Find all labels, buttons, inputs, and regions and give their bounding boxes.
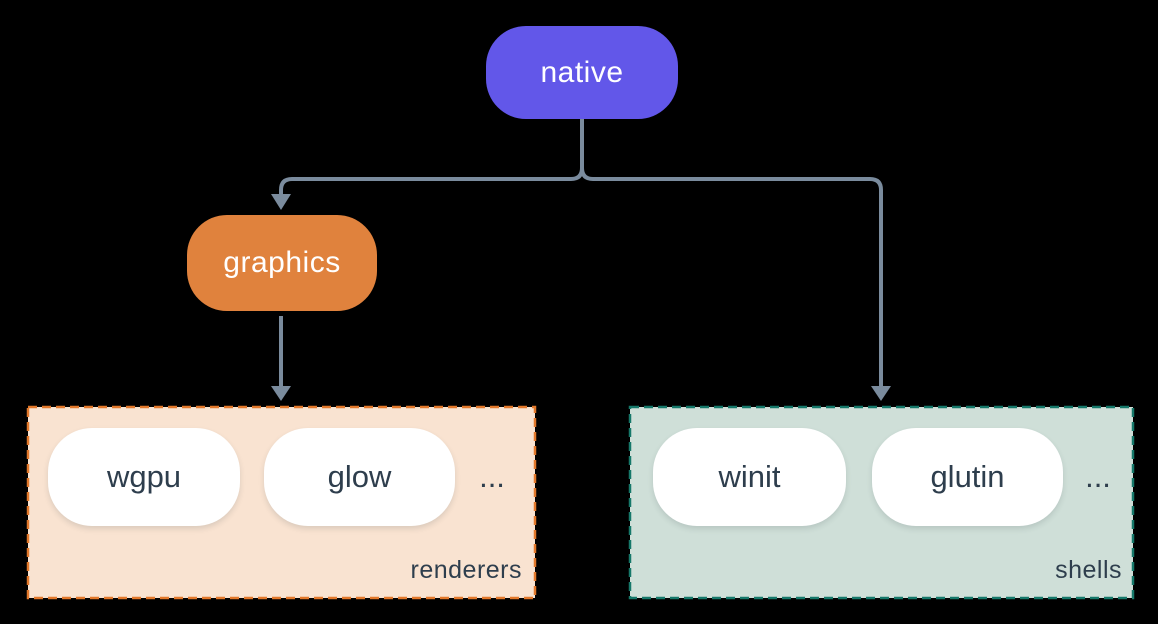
group-label-renderers: renderers [410, 556, 522, 584]
edge-native-to-graphics [279, 119, 584, 194]
item-pill-glow: glow [264, 428, 455, 526]
arrowhead-renderers-icon [271, 386, 291, 401]
edge-native-to-shells [580, 119, 883, 386]
shells-ellipsis: ... [1085, 459, 1111, 494]
renderers-ellipsis: ... [479, 459, 505, 494]
group-label-shells: shells [1055, 556, 1122, 584]
node-native: native [486, 26, 678, 119]
arrowhead-shells-icon [871, 386, 891, 401]
node-graphics: graphics [187, 215, 377, 311]
item-pill-wgpu: wgpu [48, 428, 240, 526]
item-pill-glutin: glutin [872, 428, 1063, 526]
arrowhead-graphics-icon [271, 194, 291, 210]
item-pill-winit: winit [653, 428, 846, 526]
